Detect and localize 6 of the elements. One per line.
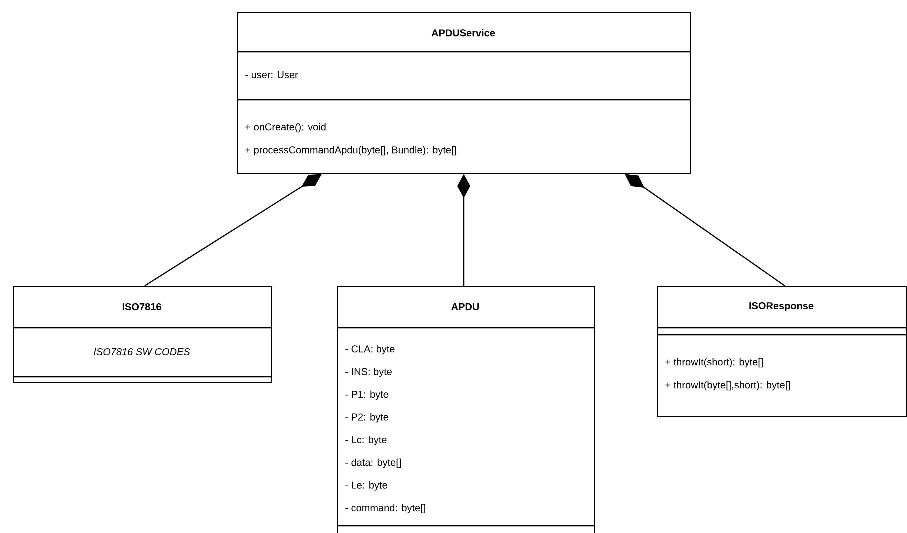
composition-line [625, 174, 786, 286]
class-box: ISO7816 ISO7816 SW CODES [13, 286, 272, 384]
class-box: ISOResponse + throwIt(short): byte[] + throwIt(byte[],short): byte[] [657, 286, 907, 418]
class-box: APDU - CLA: byte - INS: byte - P1: byte - P2: byte - Lc: byte - data: byte[] - Le: byte - command: byte[] [337, 286, 596, 533]
class-box: APDUService - user: User + onCreate(): void + processCommandApdu(byte[], Bundle): byte[] [237, 12, 692, 174]
composition-line [144, 174, 322, 287]
